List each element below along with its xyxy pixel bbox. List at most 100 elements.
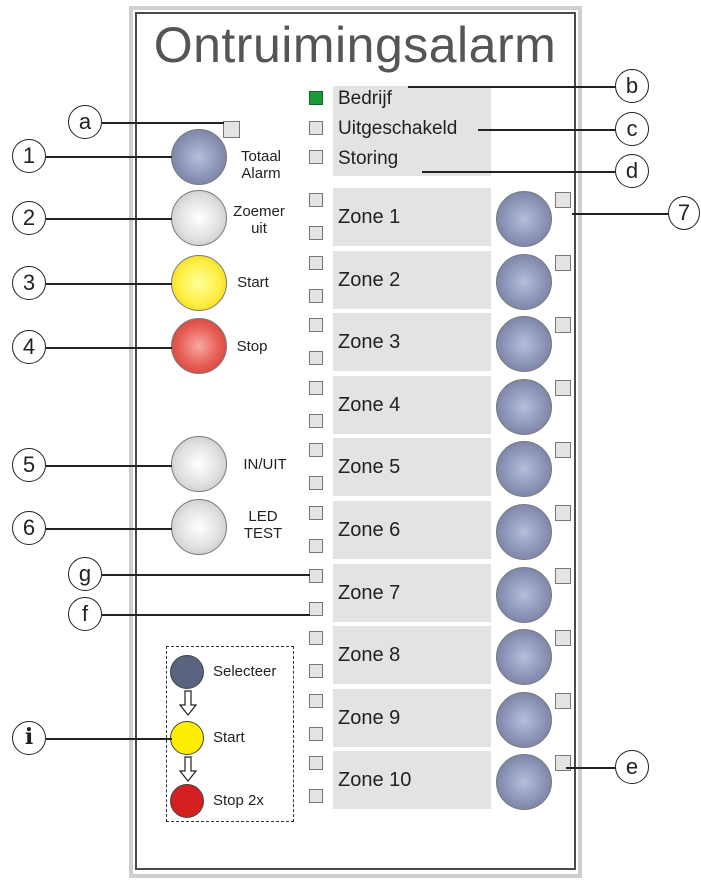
legend-start-label: Start <box>213 729 245 746</box>
zone-fault-led <box>309 727 323 741</box>
zone-selected-led <box>555 442 571 458</box>
legend-start-dot <box>170 721 204 755</box>
zone-selected-led <box>555 505 571 521</box>
zone-select-button[interactable] <box>496 441 552 497</box>
zone-fault-led <box>309 414 323 428</box>
callout-4-leader <box>46 347 172 349</box>
zone-selected-led <box>555 255 571 271</box>
in-uit-label: IN/UIT <box>243 456 287 473</box>
zoemer-uit-button[interactable] <box>171 190 227 246</box>
callout-7-leader <box>572 213 670 215</box>
zone-label: Zone 8 <box>338 644 401 666</box>
zone-label: Zone 9 <box>338 707 401 729</box>
callout-d-leader <box>422 171 616 173</box>
zone-panel <box>333 689 491 747</box>
zone-selected-led <box>555 693 571 709</box>
callout-7: 7 <box>668 196 700 230</box>
zone-label: Zone 4 <box>338 394 401 416</box>
callout-1-leader <box>46 156 172 158</box>
zone-selected-led <box>555 317 571 333</box>
zone-panel <box>333 438 491 496</box>
callout-b: b <box>615 69 649 103</box>
stop-button[interactable] <box>171 318 227 374</box>
callout-d: d <box>615 154 649 188</box>
zone-select-button[interactable] <box>496 754 552 810</box>
zone-panel <box>333 251 491 309</box>
zone-panel <box>333 564 491 622</box>
zone-select-button[interactable] <box>496 692 552 748</box>
zone-fault-led <box>309 351 323 365</box>
zone-fault-led <box>309 226 323 240</box>
led-bedrijf <box>309 91 323 105</box>
callout-5-leader <box>46 465 172 467</box>
zone-fault-led <box>309 602 323 616</box>
zone-select-button[interactable] <box>496 254 552 310</box>
zone-fault-led <box>309 789 323 803</box>
callout-b-leader <box>408 86 616 88</box>
zone-alarm-led <box>309 381 323 395</box>
callout-e: e <box>615 750 649 784</box>
zone-alarm-led <box>309 443 323 457</box>
zone-selected-led <box>555 380 571 396</box>
callout-f: f <box>68 597 102 631</box>
legend-select-label: Selecteer <box>213 663 277 680</box>
zone-panel <box>333 188 491 246</box>
zone-selected-led <box>555 630 571 646</box>
zone-select-button[interactable] <box>496 629 552 685</box>
callout-3: 3 <box>12 266 46 300</box>
zone-alarm-led <box>309 256 323 270</box>
status-storing: Storing <box>338 148 399 169</box>
totaal-alarm-button[interactable] <box>171 129 227 185</box>
callout-4: 4 <box>12 330 46 364</box>
zone-panel <box>333 501 491 559</box>
led-test-button[interactable] <box>171 499 227 555</box>
zone-fault-led <box>309 476 323 490</box>
zone-panel <box>333 376 491 434</box>
callout-6: 6 <box>12 511 46 545</box>
zone-select-button[interactable] <box>496 379 552 435</box>
stop-label: Stop <box>236 338 268 355</box>
zone-fault-led <box>309 289 323 303</box>
panel-border <box>135 12 576 870</box>
zoemer-uit-label: Zoemer uit <box>233 203 285 237</box>
led-totaal-alarm <box>223 121 240 138</box>
zone-select-button[interactable] <box>496 567 552 623</box>
callout-g: g <box>68 557 102 591</box>
zone-label: Zone 5 <box>338 456 401 478</box>
callout-f-leader <box>102 614 310 616</box>
callout-2-leader <box>46 218 172 220</box>
callout-6-leader <box>46 528 172 530</box>
callout-g-leader <box>102 574 310 576</box>
zone-selected-led <box>555 755 571 771</box>
callout-3-leader <box>46 283 172 285</box>
zone-alarm-led <box>309 694 323 708</box>
zone-label: Zone 10 <box>338 769 412 791</box>
zone-alarm-led <box>309 318 323 332</box>
zone-label: Zone 1 <box>338 206 401 228</box>
zone-select-button[interactable] <box>496 504 552 560</box>
start-label: Start <box>237 274 269 291</box>
zone-panel <box>333 751 491 809</box>
zone-fault-led <box>309 664 323 678</box>
legend-stop-dot <box>170 784 204 818</box>
zone-label: Zone 3 <box>338 331 401 353</box>
callout-2: 2 <box>12 201 46 235</box>
zone-select-button[interactable] <box>496 316 552 372</box>
legend-select-dot <box>170 655 204 689</box>
zone-label: Zone 2 <box>338 269 401 291</box>
callout-info: i <box>12 721 46 755</box>
callout-c-leader <box>478 129 616 131</box>
start-button[interactable] <box>171 255 227 311</box>
callout-a-leader <box>102 122 224 124</box>
arrow-down-icon <box>178 756 198 782</box>
led-storing <box>309 150 323 164</box>
status-uitgeschakeld: Uitgeschakeld <box>338 118 458 139</box>
in-uit-button[interactable] <box>171 436 227 492</box>
callout-info-leader <box>46 738 172 740</box>
arrow-down-icon <box>178 690 198 716</box>
zone-selected-led <box>555 192 571 208</box>
callout-c: c <box>615 112 649 146</box>
zone-panel <box>333 313 491 371</box>
zone-select-button[interactable] <box>496 191 552 247</box>
zone-selected-led <box>555 568 571 584</box>
